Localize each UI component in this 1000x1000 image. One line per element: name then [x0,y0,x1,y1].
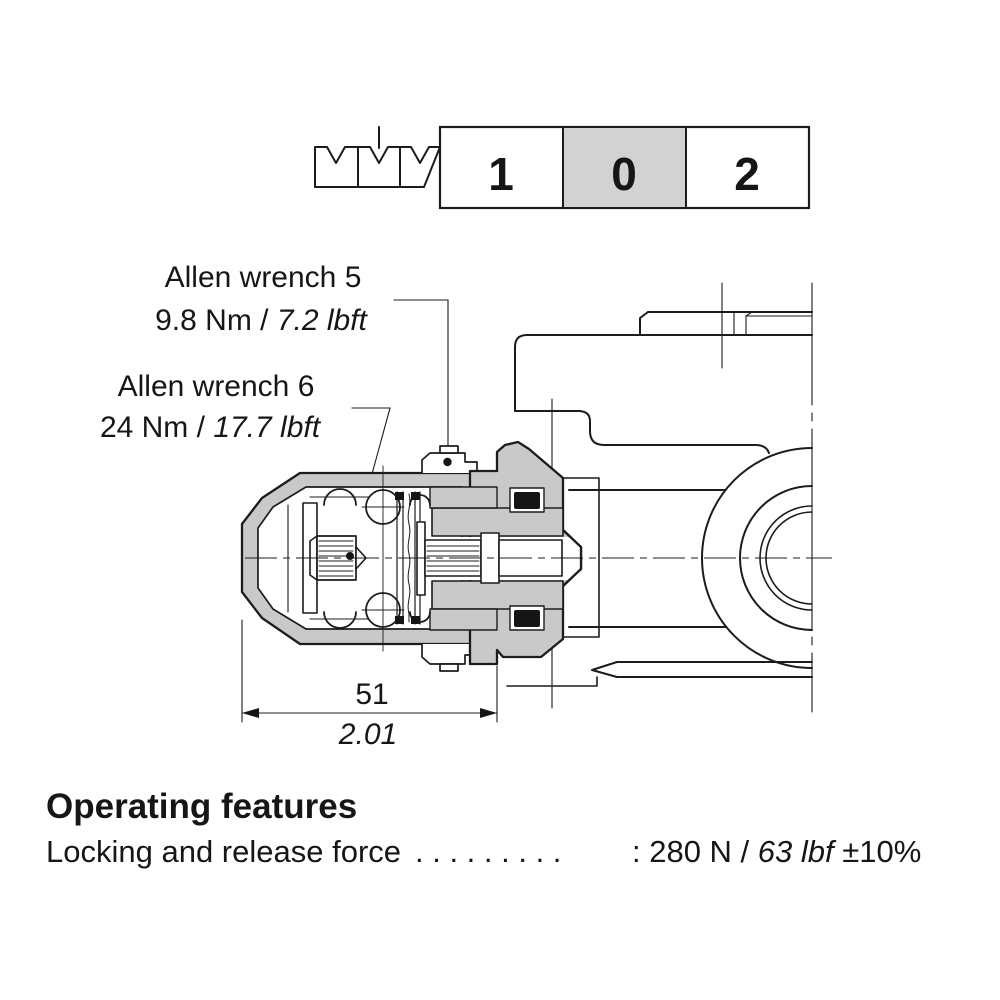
o-ring-seal [514,492,540,509]
allen-wrench-5-annotation: Allen wrench 5 9.8 Nm / 7.2 lbft [155,261,449,457]
dimension-inch: 2.01 [338,718,397,751]
top-mounting-rail [639,311,813,336]
width-dimension: 51 2.01 [241,619,498,751]
wrench6-leader-dot [346,552,354,560]
cap-nut-shoulder-upper [429,486,498,509]
spec-value-tolerance: ±10% [834,834,922,869]
body-top-edge [514,334,813,348]
cap-nut-shoulder-lower [429,608,498,631]
bore-counterbore [562,477,600,638]
body-bottom-edge [506,661,813,687]
o-ring-seal [514,610,540,627]
spool-position-symbol: 1 0 2 [314,125,811,210]
wrench5-torque: 9.8 Nm / 7.2 lbft [155,304,368,337]
detent-notch-profile [314,146,441,188]
adapter-bushing-lower [431,580,564,610]
sleeve-seals [395,492,420,624]
position-label-1: 1 [488,148,514,200]
position-box-0-highlight [562,126,687,209]
screw-serrations [318,540,354,577]
o-ring-upper [509,487,545,513]
dimension-mm: 51 [355,678,388,711]
locking-force-spec: Locking and release force . . . . . . . .… [46,834,921,869]
arrowhead-right [480,708,497,718]
arrowhead-left [242,708,259,718]
dot-leader: . . . . . . . . . [415,834,561,869]
cap-top-rim-step [439,445,459,454]
wrench5-leader-dot [443,457,452,467]
spec-label: Locking and release force [46,834,401,869]
wrench5-leader-line [393,299,449,457]
wrench5-label: Allen wrench 5 [165,261,362,294]
o-ring-lower [509,605,545,631]
spec-value-metric: : 280 N / [632,834,750,869]
operating-features-section: Operating features Locking and release f… [46,787,921,869]
wrench6-label: Allen wrench 6 [118,370,315,403]
position-label-0: 0 [611,148,637,200]
position-label-2: 2 [734,148,760,200]
spec-value-imperial: 63 lbf [749,834,837,869]
allen-wrench-6-annotation: Allen wrench 6 24 Nm / 17.7 lbft [100,370,391,552]
operating-features-heading: Operating features [46,787,357,826]
cap-bottom-rim-step [439,663,459,672]
valve-cross-section [240,282,832,713]
wrench6-torque: 24 Nm / 17.7 lbft [100,411,322,444]
sleeve-break-line [407,493,411,623]
valve-body [506,282,813,713]
body-top-notch [514,410,770,454]
cap-bottom-rim [421,644,478,665]
thread-lines [426,545,480,572]
